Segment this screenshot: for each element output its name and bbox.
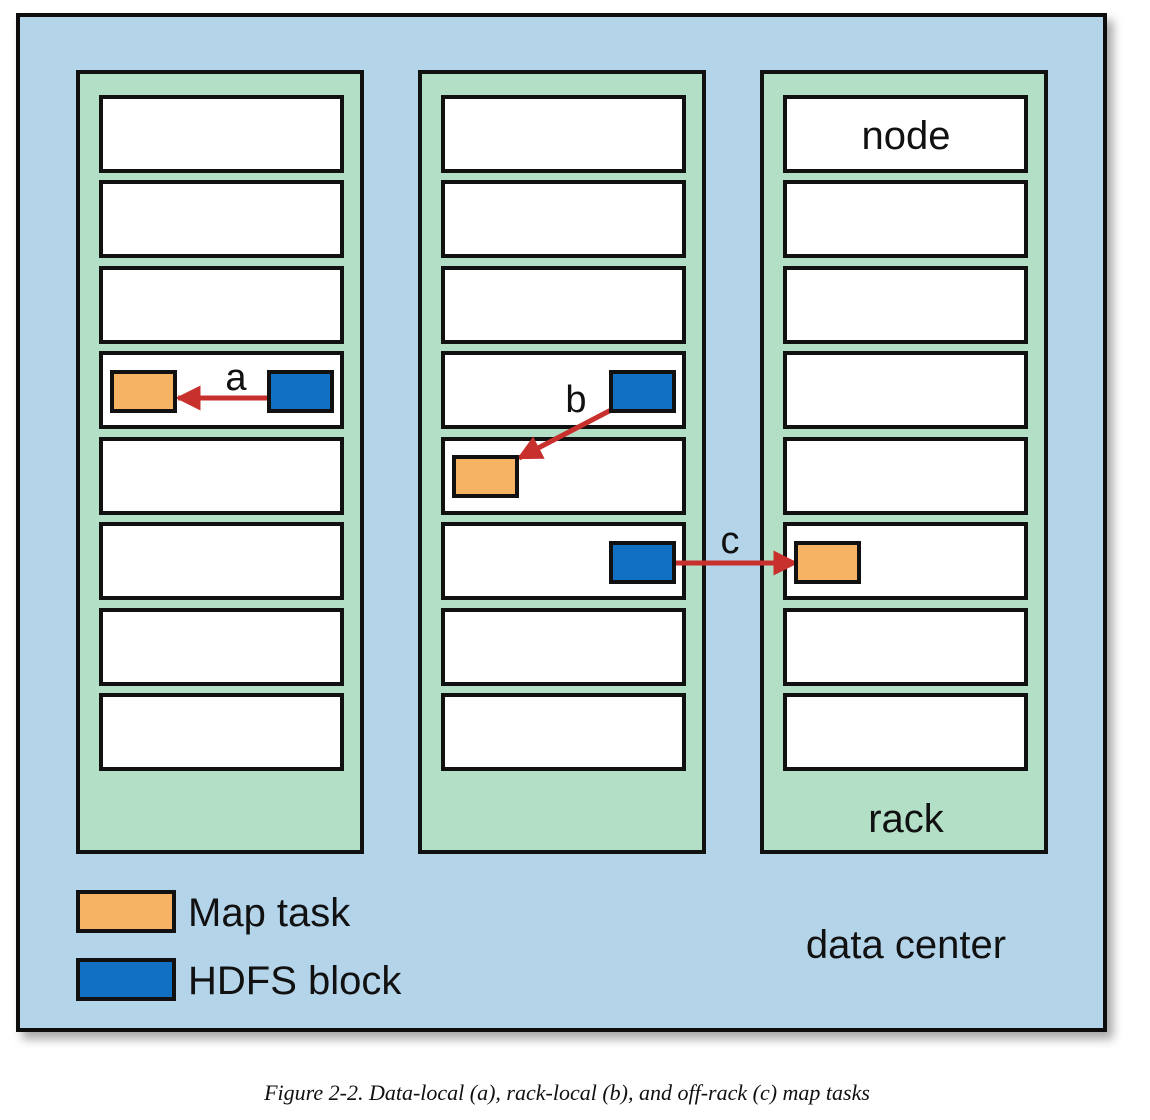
rack-2-node-3	[441, 266, 686, 344]
rack-label: rack	[868, 797, 945, 841]
rack-2-node-8	[441, 693, 686, 771]
legend: Map task HDFS block	[76, 890, 402, 1003]
arrow-b-label: b	[565, 379, 586, 421]
rack-1-node-1	[99, 95, 344, 173]
legend-hdfs-block-swatch	[76, 958, 176, 1001]
rack-3-node-1	[783, 95, 1028, 173]
rack-3-node-3	[783, 266, 1028, 344]
rack-1-node-5	[99, 437, 344, 515]
arrow-b	[516, 406, 615, 461]
legend-map-task-swatch	[76, 890, 176, 933]
rack-1-node-8	[99, 693, 344, 771]
rack-1-node-6	[99, 522, 344, 600]
rack-2-node-1	[441, 95, 686, 173]
rack-3-node-7	[783, 608, 1028, 686]
hdfs-block-c	[609, 541, 676, 584]
rack-2-node-7	[441, 608, 686, 686]
figure-caption: Figure 2-2. Data-local (a), rack-local (…	[264, 1080, 870, 1105]
rack-3-node-8	[783, 693, 1028, 771]
rack-3	[760, 70, 1048, 854]
rack-3-node-2	[783, 180, 1028, 258]
arrow-a-label: a	[225, 357, 247, 399]
rack-1	[76, 70, 364, 854]
legend-hdfs-block-label: HDFS block	[188, 959, 402, 1003]
map-task-a	[110, 370, 177, 413]
data-locality-diagram: a b c node rack data center Map task HDF…	[16, 13, 1107, 1032]
rack-2-node-2	[441, 180, 686, 258]
map-task-c	[794, 541, 861, 584]
rack-3-node-5	[783, 437, 1028, 515]
rack-3-node-4	[783, 351, 1028, 429]
node-label: node	[862, 114, 951, 158]
hdfs-block-b	[609, 370, 676, 413]
legend-map-task-label: Map task	[188, 891, 351, 935]
rack-2-node-6	[441, 522, 686, 600]
rack-1-node-7	[99, 608, 344, 686]
map-task-b	[452, 455, 519, 498]
rack-1-node-3	[99, 266, 344, 344]
arrow-c-label: c	[721, 520, 740, 562]
hdfs-block-a	[267, 370, 334, 413]
data-center-label: data center	[806, 923, 1006, 967]
rack-1-node-2	[99, 180, 344, 258]
rack-2-node-5	[441, 437, 686, 515]
